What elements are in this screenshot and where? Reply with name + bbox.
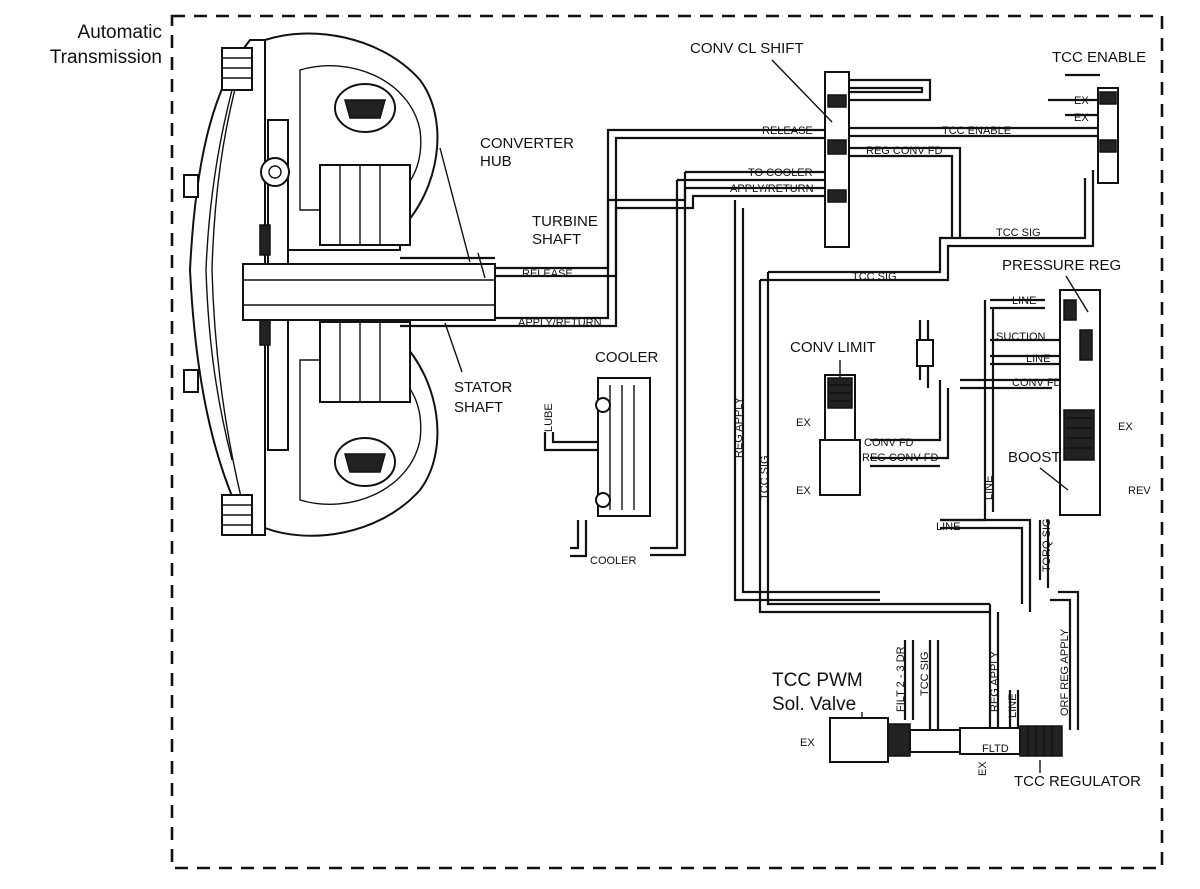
- passage-tcc-sig-v: TCC SIG: [759, 455, 771, 500]
- passage-cooler: COOLER: [590, 555, 637, 567]
- passage-line-pr2: LINE: [1026, 353, 1050, 365]
- stator-shaft-label-1: STATOR: [454, 379, 513, 396]
- conv-limit-label: CONV LIMIT: [790, 339, 876, 356]
- passage-ex-pwm: EX: [800, 737, 815, 749]
- passage-line-boost: LINE: [983, 476, 995, 500]
- conv-cl-shift-label: CONV CL SHIFT: [690, 40, 804, 57]
- passage-tcc-sig-mid: TCC SIG: [852, 271, 897, 283]
- passage-orf-reg-apply: ORF REG APPLY: [1059, 628, 1071, 716]
- pressure-reg-label: PRESSURE REG: [1002, 257, 1121, 274]
- passage-conv-fd-pr: CONV FD: [1012, 377, 1062, 389]
- turbine-shaft-label-1: TURBINE: [532, 213, 598, 230]
- passage-release-top: RELEASE: [762, 125, 813, 137]
- passage-reg-apply-pwm: REG APPLY: [989, 650, 1001, 712]
- shafts: [242, 147, 496, 373]
- valve-bodies: [595, 71, 1119, 763]
- passage-release-hub: RELEASE: [522, 268, 573, 280]
- converter-hub-label-1: CONVERTER: [480, 135, 574, 152]
- passage-ex-cl2: EX: [796, 485, 811, 497]
- passage-suction: SUCTION: [996, 331, 1046, 343]
- passage-to-cooler: TO COOLER: [748, 167, 813, 179]
- passage-tcc-sig-pwm: TCC SIG: [919, 651, 931, 696]
- passage-reg-conv-fd-top: REG CONV FD: [866, 145, 942, 157]
- turbine-shaft-label-2: SHAFT: [532, 231, 581, 248]
- passage-line-mid: LINE: [936, 521, 960, 533]
- passage-lube: LUBE: [543, 403, 555, 432]
- passage-rev: REV: [1128, 485, 1151, 497]
- title-line1: Automatic: [78, 22, 162, 43]
- passage-torq-sig: TORQ SIG: [1041, 518, 1053, 572]
- passage-ex-2: EX: [1074, 112, 1089, 124]
- stator-shaft-label-2: SHAFT: [454, 399, 503, 416]
- passage-ex-1: EX: [1074, 95, 1089, 107]
- passage-line-pwm: LINE: [1007, 694, 1019, 718]
- passage-filt: FILT 2 - 3 DR: [895, 646, 907, 712]
- passage-apply-return-hub: APPLY/RETURN: [518, 317, 602, 329]
- passage-ex-pr: EX: [1118, 421, 1133, 433]
- tcc-enable-label: TCC ENABLE: [1052, 49, 1146, 66]
- title-line2: Transmission: [50, 47, 162, 68]
- tcc-pwm-label-2: Sol. Valve: [772, 694, 856, 715]
- passage-apply-return-top: APPLY/RETURN: [730, 183, 814, 195]
- hydraulic-lines: [495, 73, 1100, 740]
- passage-fltd: FLTD: [982, 743, 1009, 755]
- dashed-boundary: [170, 14, 1164, 870]
- converter-hub-label-2: HUB: [480, 153, 512, 170]
- tcc-regulator-label: TCC REGULATOR: [1014, 773, 1141, 790]
- passage-reg-conv-fd-cl: REG CONV FD: [862, 452, 938, 464]
- passage-line-pr: LINE: [1012, 295, 1036, 307]
- passage-ex-cl1: EX: [796, 417, 811, 429]
- passage-conv-fd-cl: CONV FD: [864, 437, 914, 449]
- passage-ex-reg: EX: [977, 761, 989, 776]
- passage-tcc-sig-right: TCC SIG: [996, 227, 1041, 239]
- passage-tcc-enable: TCC ENABLE: [942, 125, 1011, 137]
- boost-label: BOOST: [1008, 449, 1061, 466]
- passage-reg-apply-v: REG APPLY: [733, 396, 745, 458]
- cooler-label: COOLER: [595, 349, 659, 366]
- tcc-pwm-label-1: TCC PWM: [772, 670, 863, 691]
